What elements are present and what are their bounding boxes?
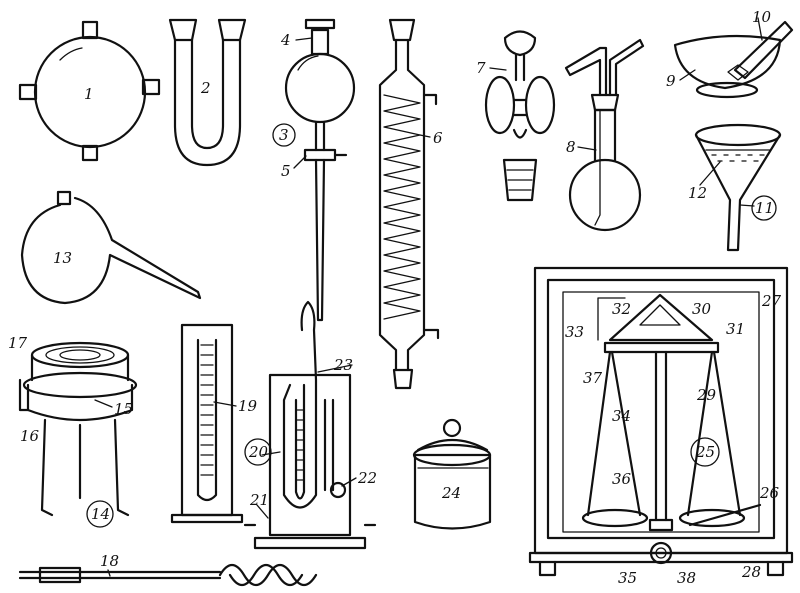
label-37: 37 — [583, 369, 603, 387]
label-25-circle — [690, 437, 720, 467]
label-33: 33 — [565, 323, 584, 341]
label-3: 3 — [279, 126, 289, 144]
label-17: 17 — [8, 334, 28, 352]
label-34: 34 — [612, 407, 631, 425]
label-2: 2 — [200, 79, 211, 97]
leader-lines — [94, 17, 763, 577]
weighing-bottle — [412, 418, 492, 530]
spiral-condenser — [378, 18, 440, 390]
gas-burette — [243, 300, 377, 550]
label-21: 21 — [249, 491, 269, 509]
u-tube — [168, 18, 247, 167]
manometer — [170, 323, 244, 524]
label-31: 31 — [726, 320, 745, 338]
label-14-circle — [86, 500, 114, 528]
label-25: 25 — [695, 443, 715, 461]
label-35: 35 — [618, 569, 637, 587]
label-10: 10 — [752, 8, 772, 26]
filter-funnel — [694, 123, 782, 252]
label-28: 28 — [741, 563, 761, 581]
number-labels: 1 2 3 4 5 6 7 8 9 10 11 12 13 14 15 16 1… — [8, 8, 782, 587]
label-18: 18 — [100, 552, 119, 570]
label-32: 32 — [612, 300, 631, 318]
label-5: 5 — [281, 162, 291, 180]
retort — [20, 190, 202, 305]
label-38: 38 — [677, 569, 696, 587]
label-30: 30 — [692, 300, 712, 318]
label-15: 15 — [114, 400, 133, 418]
absorption-tube — [484, 30, 556, 202]
label-8: 8 — [566, 138, 576, 156]
label-24: 24 — [441, 484, 461, 502]
label-22: 22 — [357, 469, 377, 487]
label-7: 7 — [476, 59, 486, 77]
label-16: 16 — [20, 427, 40, 445]
label-36: 36 — [612, 470, 632, 488]
multi-neck-flask — [18, 20, 161, 162]
label-19: 19 — [238, 397, 258, 415]
label-1: 1 — [84, 85, 94, 103]
analytical-balance — [528, 266, 794, 577]
label-20-circle — [244, 438, 272, 466]
label-27: 27 — [761, 292, 782, 310]
label-6: 6 — [433, 129, 443, 147]
label-20: 20 — [248, 443, 269, 461]
separatory-funnel — [284, 18, 356, 322]
label-26: 26 — [759, 484, 780, 502]
label-12: 12 — [688, 184, 707, 202]
spiral-stirrer — [18, 563, 318, 587]
label-4: 4 — [280, 31, 291, 49]
label-23: 23 — [333, 356, 353, 374]
label-3-circle — [272, 123, 296, 147]
washing-flask — [564, 38, 645, 232]
mortar-and-pestle — [673, 20, 794, 99]
label-29: 29 — [696, 386, 717, 404]
label-14: 14 — [91, 505, 110, 523]
water-bath-tripod — [18, 341, 138, 517]
label-11-circle — [751, 195, 777, 221]
label-11: 11 — [755, 199, 774, 217]
label-9: 9 — [666, 72, 676, 90]
label-13: 13 — [53, 249, 72, 267]
